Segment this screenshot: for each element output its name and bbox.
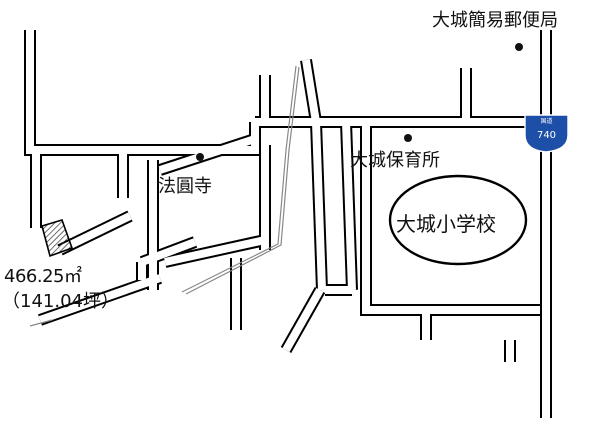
label-post-office: 大城簡易郵便局 bbox=[432, 10, 558, 31]
waterway-lines bbox=[29, 65, 300, 327]
temple-marker bbox=[196, 153, 204, 161]
label-temple: 法圓寺 bbox=[158, 176, 212, 197]
route-shield-number: 740 bbox=[537, 130, 556, 141]
post-office-marker bbox=[515, 43, 523, 51]
label-nursery: 大城保育所 bbox=[350, 150, 440, 171]
label-area-sqm: 466.25㎡ bbox=[4, 266, 82, 287]
label-school: 大城小学校 bbox=[396, 212, 496, 236]
school-ground bbox=[388, 174, 528, 266]
nursery-marker bbox=[404, 134, 412, 142]
route-shield-icon: 国道 740 bbox=[524, 114, 569, 153]
road-network bbox=[24, 30, 552, 418]
route-shield-caption: 国道 bbox=[540, 117, 552, 125]
vacant-lot-parcel bbox=[41, 219, 74, 258]
label-area-tsubo: （141.04坪） bbox=[2, 291, 119, 312]
